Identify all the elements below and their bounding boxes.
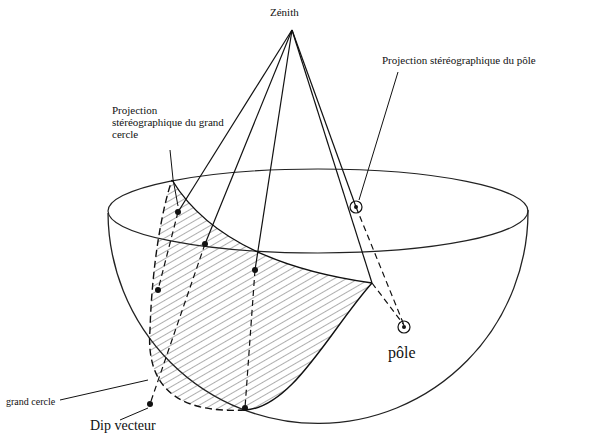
zenith-label: Zénith (270, 6, 299, 18)
projection-label: Projection stéréographique du pôle (382, 54, 536, 66)
projection-label: Projection stéréographique du grand cerc… (112, 104, 224, 140)
dip-vector-label: Dip vecteur (90, 418, 156, 433)
great-circle-label: grand cercle (6, 396, 55, 407)
pole-label: pôle (388, 344, 416, 362)
